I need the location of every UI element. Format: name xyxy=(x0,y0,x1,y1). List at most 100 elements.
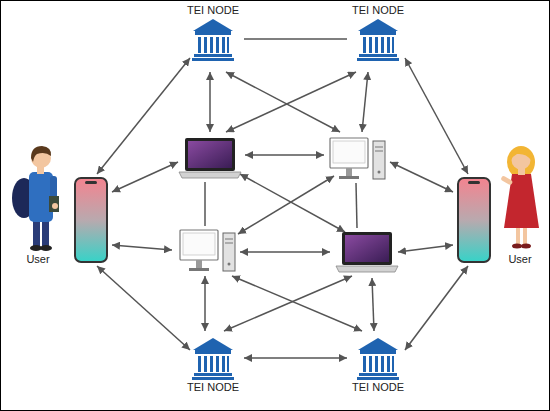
illustration-part xyxy=(222,37,225,53)
network-arrow xyxy=(356,183,357,228)
user-node: User xyxy=(495,140,545,266)
network-arrow xyxy=(226,72,356,132)
illustration-part xyxy=(33,220,40,246)
illustration-part xyxy=(375,356,378,372)
network-arrow xyxy=(405,266,468,350)
network-arrow xyxy=(245,154,324,156)
network-arrow xyxy=(240,251,330,253)
network-arrow xyxy=(112,245,172,250)
illustration-part xyxy=(194,373,232,376)
bank-node-icon xyxy=(356,17,400,61)
illustration-part xyxy=(227,356,229,372)
illustration-part xyxy=(369,356,372,372)
network-arrow xyxy=(362,72,368,132)
user-figure xyxy=(9,140,67,252)
bank-node-icon xyxy=(191,336,235,380)
illustration-part xyxy=(204,356,207,372)
illustration-part xyxy=(40,245,52,251)
illustration-part xyxy=(222,356,225,372)
user-label: User xyxy=(26,252,49,266)
illustration-part xyxy=(210,37,213,53)
network-arrow xyxy=(112,162,178,192)
illustration-part xyxy=(204,37,207,53)
illustration-part xyxy=(216,356,219,372)
illustration-part xyxy=(42,220,49,246)
node-connector xyxy=(244,357,347,359)
illustration-part xyxy=(358,338,398,350)
desktop-icon xyxy=(330,138,385,179)
user-node: User xyxy=(9,140,67,266)
illustration-part xyxy=(363,37,366,53)
illustration-part xyxy=(387,356,390,372)
illustration-part xyxy=(192,58,234,61)
network-arrow xyxy=(97,266,190,350)
network-arrow xyxy=(209,72,211,132)
illustration-part xyxy=(511,148,531,160)
illustration-part xyxy=(507,146,535,178)
illustration-part xyxy=(193,338,233,350)
network-arrow xyxy=(204,182,206,226)
illustration-part xyxy=(357,58,399,61)
node-label: TEI NODE xyxy=(187,3,239,17)
network-arrow xyxy=(224,276,352,331)
illustration-part xyxy=(359,54,397,57)
illustration-part xyxy=(193,19,233,31)
user-figure xyxy=(495,140,545,252)
illustration-part xyxy=(381,37,384,53)
illustration-part xyxy=(500,175,513,185)
network-arrow xyxy=(398,245,453,252)
illustration-part xyxy=(194,54,232,57)
illustration-part xyxy=(363,356,366,372)
illustration-part xyxy=(369,37,372,53)
node-connector xyxy=(244,38,347,40)
illustration-part xyxy=(357,377,399,380)
illustration-part xyxy=(195,31,231,35)
network-arrows xyxy=(97,58,468,350)
network-arrow xyxy=(226,72,340,132)
illustration-part xyxy=(387,37,390,53)
network-arrow xyxy=(97,58,190,174)
network-arrow xyxy=(238,176,334,234)
tei-node: TEI NODE xyxy=(349,3,407,61)
illustration-part xyxy=(521,244,531,249)
illustration-part xyxy=(198,37,201,53)
illustration-part xyxy=(360,350,396,354)
node-label: TEI NODE xyxy=(187,380,239,394)
illustration-part xyxy=(31,146,51,162)
tei-node: TEI NODE xyxy=(184,3,242,61)
node-label: TEI NODE xyxy=(352,380,404,394)
illustration-part xyxy=(210,356,213,372)
tei-node: TEI NODE xyxy=(184,336,242,394)
phone-icon xyxy=(458,178,490,262)
network-arrow xyxy=(405,58,468,174)
laptop-icon xyxy=(336,232,398,272)
illustration-part xyxy=(227,37,229,53)
bank-node-icon xyxy=(356,336,400,380)
illustration-part xyxy=(52,203,58,209)
illustration-part xyxy=(512,244,522,249)
illustration-part xyxy=(375,37,378,53)
laptop-icon xyxy=(179,138,241,178)
illustration-part xyxy=(360,31,396,35)
network-arrow xyxy=(372,278,374,331)
illustration-part xyxy=(358,19,398,31)
network-arrow xyxy=(390,162,453,192)
illustration-part xyxy=(198,356,201,372)
tei-node: TEI NODE xyxy=(349,336,407,394)
illustration-part xyxy=(392,356,394,372)
illustration-part xyxy=(49,196,59,212)
illustration-part xyxy=(392,37,394,53)
node-label: TEI NODE xyxy=(352,3,404,17)
phone-icon xyxy=(75,178,107,262)
network-arrow xyxy=(204,276,206,331)
network-arrow xyxy=(232,276,362,331)
illustration-part xyxy=(192,377,234,380)
illustration-part xyxy=(359,373,397,376)
illustration-part xyxy=(195,350,231,354)
illustration-part xyxy=(381,356,384,372)
